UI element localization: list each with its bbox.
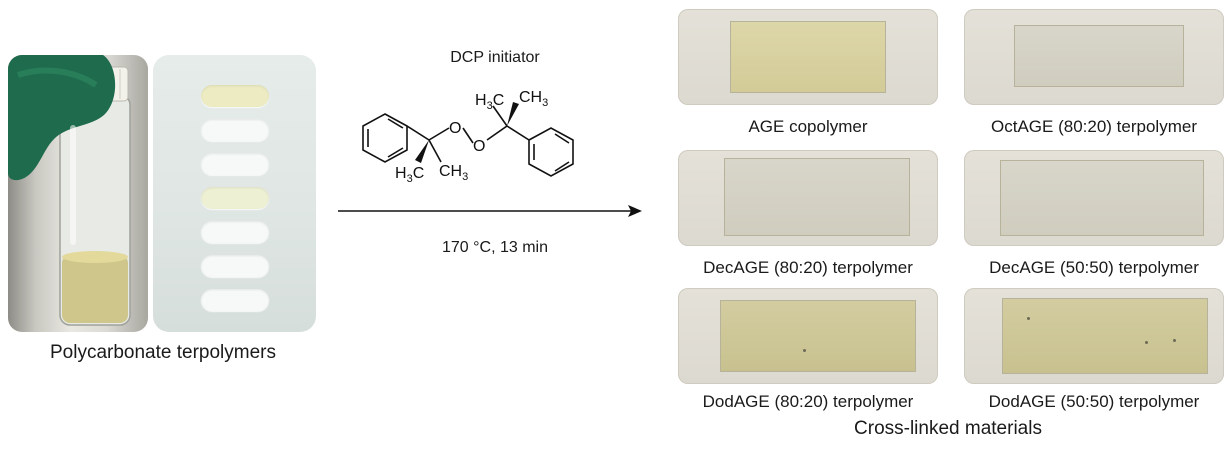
film-sample <box>724 158 910 236</box>
left-wedge-bond <box>415 140 429 163</box>
film-sample <box>1002 298 1208 374</box>
right-wedge-bond <box>507 102 519 126</box>
methyl-label-h3c-bottom: H3C <box>395 165 424 185</box>
sample-label: AGE copolymer <box>748 117 868 136</box>
vial-illustration <box>8 55 131 326</box>
liquid-surface <box>62 251 128 263</box>
arrow-head-icon <box>628 205 642 217</box>
right-benzene-ring <box>528 127 574 177</box>
mold-slot <box>201 187 269 209</box>
film-tile-octage-80-20 <box>964 9 1224 105</box>
right-caption: Cross-linked materials <box>854 418 1042 439</box>
film-sample <box>720 300 916 372</box>
film-sample <box>1014 25 1184 87</box>
glove <box>8 55 116 181</box>
vial-photo <box>8 55 148 332</box>
sample-label: DodAGE (80:20) terpolymer <box>702 392 914 411</box>
mold-slot <box>201 153 269 175</box>
oxygen-label-1: O <box>449 120 461 137</box>
methyl-label-h3c-top: H3C <box>475 92 504 112</box>
oxygen-label-2: O <box>473 138 485 155</box>
film-tile-dodage-80-20 <box>678 288 938 384</box>
film-sample <box>1000 160 1204 236</box>
film-sample <box>730 21 886 93</box>
methyl-label-ch3-top: CH3 <box>519 89 548 109</box>
mold-slot <box>201 255 269 277</box>
film-speck <box>1027 317 1030 320</box>
mold-slot <box>201 119 269 141</box>
sample-label: DodAGE (50:50) terpolymer <box>988 392 1200 411</box>
sample-label: DecAGE (50:50) terpolymer <box>989 258 1199 277</box>
initiator-label: DCP initiator <box>450 49 540 66</box>
conditions-label: 170 °C, 13 min <box>441 239 548 256</box>
film-speck <box>803 349 806 352</box>
dcp-structure: O O H3C CH3 H3C CH3 <box>362 89 574 185</box>
film-speck <box>1173 339 1176 342</box>
film-tile-dodage-50-50 <box>964 288 1224 384</box>
vial-liquid <box>62 255 128 323</box>
film-tile-decage-50-50 <box>964 150 1224 246</box>
mold-photo <box>153 55 316 332</box>
mold-slot <box>201 289 269 311</box>
sample-label: OctAGE (80:20) terpolymer <box>991 117 1197 136</box>
film-speck <box>1145 341 1148 344</box>
left-benzene-ring <box>362 113 408 163</box>
reaction-arrow <box>338 205 642 217</box>
sample-label: DecAGE (80:20) terpolymer <box>703 258 913 277</box>
left-caption: Polycarbonate terpolymers <box>50 342 276 363</box>
mold-slot <box>201 85 269 107</box>
film-tile-age <box>678 9 938 105</box>
film-tile-decage-80-20 <box>678 150 938 246</box>
methyl-label-ch3-bottom: CH3 <box>439 163 468 183</box>
mold-slot <box>201 221 269 243</box>
